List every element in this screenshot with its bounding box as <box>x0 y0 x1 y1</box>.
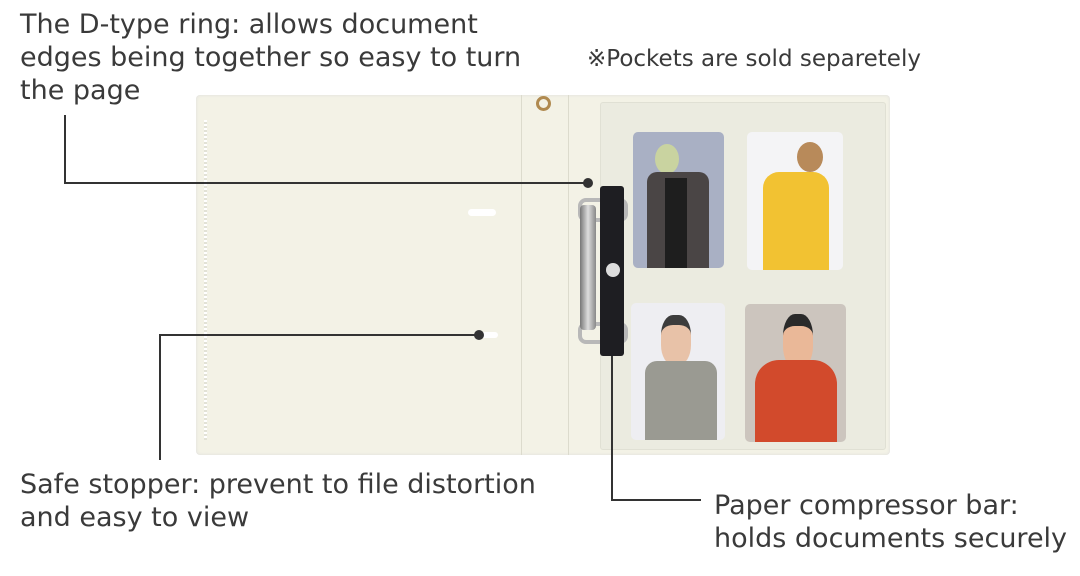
leader-line <box>159 334 161 460</box>
stopper-callout: Safe stopper: prevent to file distortion… <box>20 468 536 534</box>
perforation <box>204 120 207 440</box>
leader-line <box>611 499 701 501</box>
d-ring-callout: The D-type ring: allows document edges b… <box>20 8 521 107</box>
compressor-callout: Paper compressor bar: holds documents se… <box>714 489 1067 555</box>
callout-line: Safe stopper: prevent to file distortion <box>20 469 536 500</box>
leader-dot <box>474 330 484 340</box>
leader-line <box>64 182 588 184</box>
leader-line <box>159 334 479 336</box>
callout-line: and easy to view <box>20 502 250 533</box>
photo-card <box>631 303 725 440</box>
bar-hole <box>606 263 620 277</box>
callout-line: the page <box>20 75 141 106</box>
leader-line <box>611 356 613 501</box>
leader-dot <box>583 178 593 188</box>
callout-line: holds documents securely <box>714 523 1068 554</box>
pockets-note: ※Pockets are sold separetely <box>587 46 921 72</box>
ring-mechanism <box>580 205 596 330</box>
photo-card <box>747 132 843 270</box>
callout-line: edges being together so easy to turn <box>20 42 522 73</box>
eyelet-icon <box>536 96 551 111</box>
callout-line: The D-type ring: allows document <box>20 9 478 40</box>
leader-line <box>64 115 66 184</box>
spine-fold <box>521 95 522 455</box>
spine-fold <box>568 95 569 455</box>
stopper-slot <box>468 209 496 216</box>
callout-line: Paper compressor bar: <box>714 490 1019 521</box>
stopper-slot <box>478 332 498 338</box>
photo-card <box>745 304 846 442</box>
photo-card <box>633 132 724 268</box>
